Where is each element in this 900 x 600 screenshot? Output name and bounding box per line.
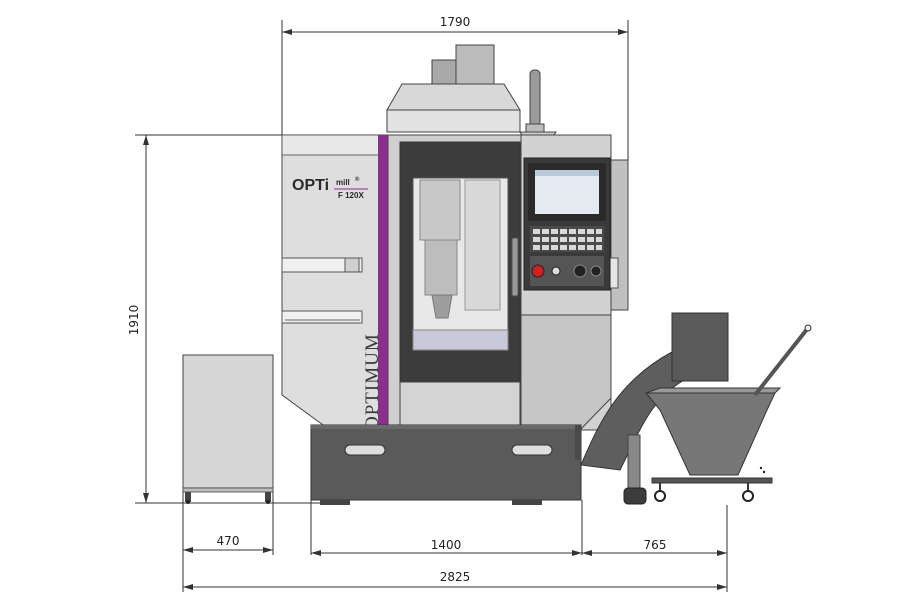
dimension-top-width: 1790 — [440, 15, 471, 29]
spindle-housing — [386, 44, 557, 139]
dimension-cabinet-width: 470 — [217, 534, 240, 548]
emergency-stop — [531, 264, 545, 278]
logo-registered: ® — [355, 176, 360, 183]
accent-stripe — [378, 135, 388, 430]
logo-opti: OPTi — [292, 177, 329, 194]
dimension-conveyor-width: 765 — [644, 538, 667, 552]
logo-mill: mill — [336, 178, 350, 187]
dimension-arrows — [143, 29, 727, 590]
dimension-height: 1910 — [127, 305, 141, 336]
machine-logo: OPTi mill ® F 120X — [292, 176, 368, 200]
dimension-overall-width: 2825 — [440, 570, 471, 584]
cnc-control-panel — [523, 157, 611, 291]
dimension-lines — [135, 20, 728, 592]
dimension-base-width: 1400 — [431, 538, 462, 552]
chip-conveyor — [580, 312, 729, 505]
machine-base — [310, 424, 582, 505]
control-screen — [535, 170, 599, 214]
brand-label: OPTIMUM — [362, 333, 383, 430]
chip-bin-cart — [644, 324, 812, 502]
model-label: F 120X — [338, 191, 364, 200]
electrical-cabinet — [182, 354, 274, 504]
